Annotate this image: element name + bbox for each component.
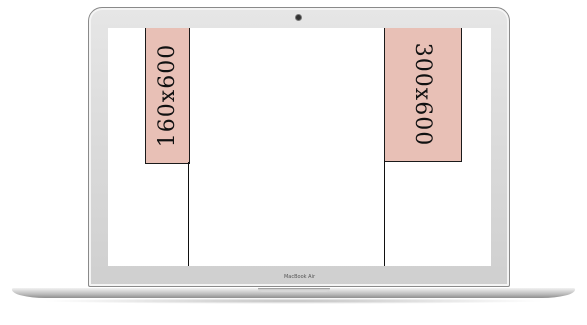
camera-icon [296,15,301,20]
content-guide-line-left [188,162,189,266]
ad-slot-label: 160x600 [155,43,180,146]
laptop-opening-notch [258,288,330,292]
content-guide-line-right [384,160,385,266]
ad-slot-label: 300x600 [411,42,436,145]
laptop-screen: 160x600 300x600 [108,28,491,266]
ad-slot-300x600: 300x600 [384,28,462,162]
ad-slot-160x600: 160x600 [145,28,190,164]
laptop-shadow [40,298,547,304]
device-brand-label: MacBook Air [108,274,491,280]
